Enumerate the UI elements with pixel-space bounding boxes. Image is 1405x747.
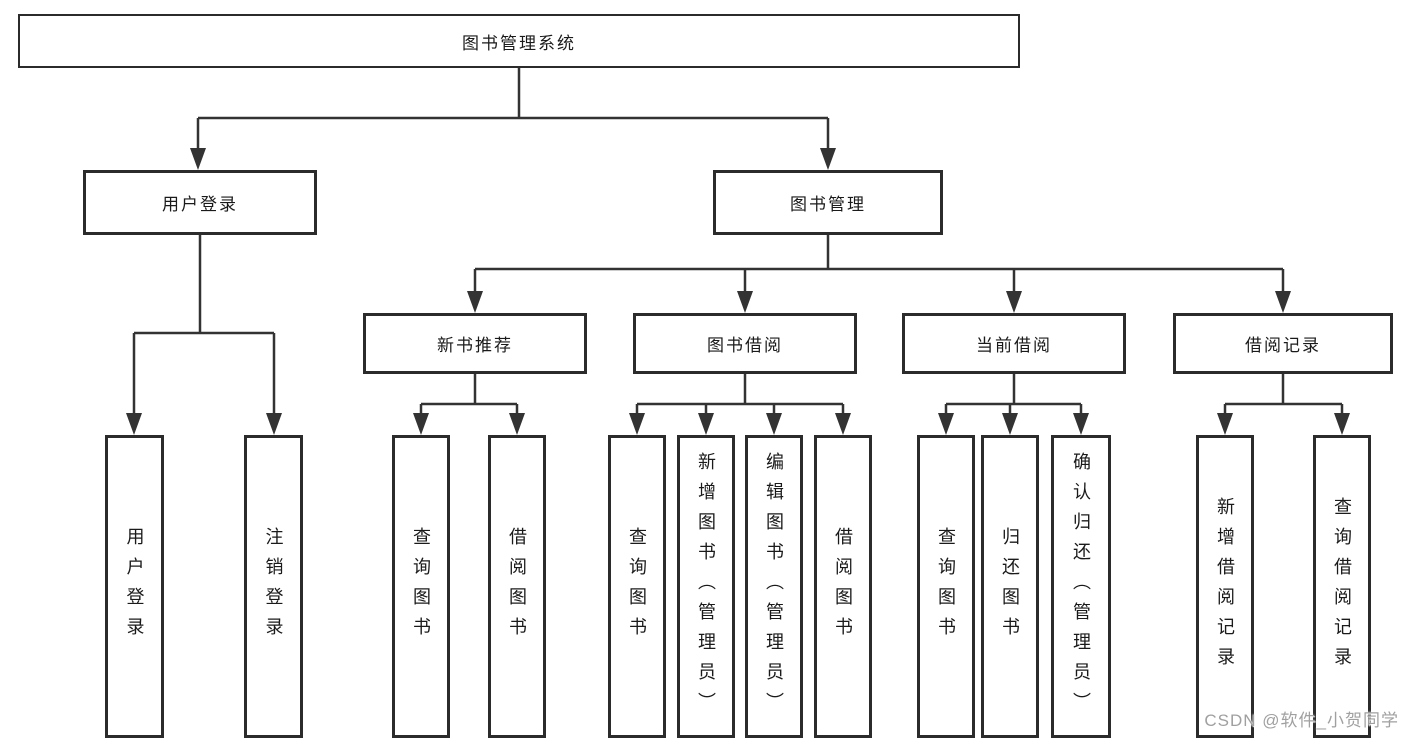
leaf-user-login: 用户登录: [105, 435, 164, 738]
leaf-label: 用户登录: [124, 526, 145, 647]
leaf-label: 查询图书: [936, 526, 956, 647]
leaf-edit-book-admin: 编辑图书（管理员）: [745, 435, 803, 738]
leaf-query-books-recommend: 查询图书: [392, 435, 450, 738]
leaf-label: 新增借阅记录: [1215, 496, 1235, 677]
node-borrowing-records: 借阅记录: [1173, 313, 1393, 374]
node-label: 图书借阅: [707, 336, 783, 355]
leaf-label: 查询图书: [411, 526, 431, 647]
node-current-borrowing: 当前借阅: [902, 313, 1126, 374]
arrowheads: [126, 148, 1350, 435]
leaf-label: 确认归还（管理员）: [1071, 451, 1091, 722]
leaf-query-books-borrow: 查询图书: [608, 435, 666, 738]
node-label: 图书管理系统: [462, 33, 576, 53]
leaf-return-books: 归还图书: [981, 435, 1039, 738]
node-library-management-system: 图书管理系统: [18, 14, 1020, 68]
leaf-label: 新增图书（管理员）: [696, 451, 716, 722]
leaf-confirm-return-admin: 确认归还（管理员）: [1051, 435, 1111, 738]
leaf-query-borrow-record: 查询借阅记录: [1313, 435, 1371, 738]
leaf-logout-login: 注销登录: [244, 435, 303, 738]
leaf-label: 注销登录: [263, 526, 284, 647]
connector-segments: [132, 68, 1344, 415]
node-new-book-recommendation: 新书推荐: [363, 313, 587, 374]
node-label: 当前借阅: [976, 336, 1052, 355]
node-label: 借阅记录: [1245, 336, 1321, 355]
leaf-borrow-books: 借阅图书: [814, 435, 872, 738]
node-book-borrowing: 图书借阅: [633, 313, 857, 374]
leaf-label: 归还图书: [1000, 526, 1020, 647]
leaf-label: 借阅图书: [833, 526, 853, 647]
leaf-query-books-current: 查询图书: [917, 435, 975, 738]
node-label: 新书推荐: [437, 336, 513, 355]
node-user-login-branch: 用户登录: [83, 170, 317, 235]
leaf-borrow-books-recommend: 借阅图书: [488, 435, 546, 738]
node-book-management-branch: 图书管理: [713, 170, 943, 235]
leaf-add-book-admin: 新增图书（管理员）: [677, 435, 735, 738]
leaf-label: 查询图书: [627, 526, 647, 647]
leaf-add-borrow-record: 新增借阅记录: [1196, 435, 1254, 738]
leaf-label: 编辑图书（管理员）: [764, 451, 784, 722]
leaf-label: 借阅图书: [507, 526, 527, 647]
node-label: 图书管理: [790, 195, 866, 214]
leaf-label: 查询借阅记录: [1332, 496, 1352, 677]
node-label: 用户登录: [162, 195, 238, 214]
